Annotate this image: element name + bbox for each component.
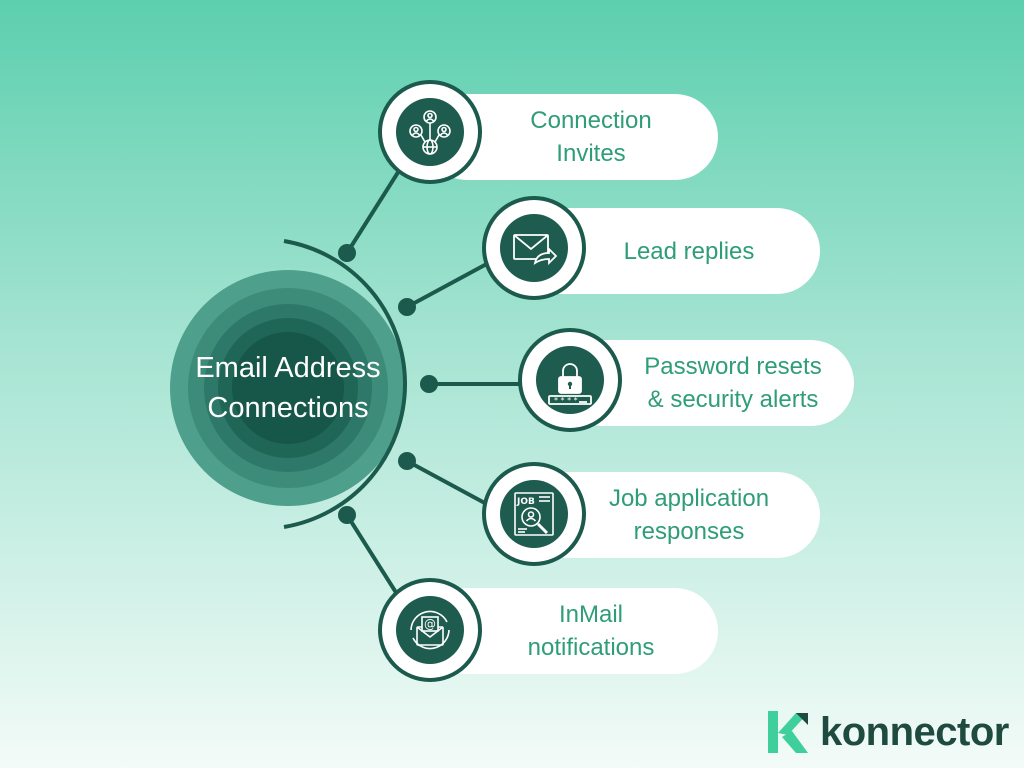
center-rings	[170, 270, 406, 506]
lead-replies-icon-ring	[482, 196, 586, 300]
center-label: Email Address Connections	[170, 278, 406, 498]
inmail-notifications-label-line1: InMail	[558, 601, 624, 628]
job-application-label-line2: responses	[633, 518, 745, 545]
password-resets-icon-ring: * * * *	[518, 328, 622, 432]
svg-text:@: @	[424, 617, 436, 631]
junction-dot-2	[398, 298, 416, 316]
konnector-k-logo-icon	[768, 711, 808, 753]
job-application-label-line1: Job application	[608, 485, 770, 512]
konnector-logo: konnector	[766, 706, 1009, 758]
email-at-icon: @	[410, 610, 450, 650]
network-globe-icon	[409, 110, 451, 155]
job-application-icon-ring: JOB	[482, 462, 586, 566]
branch-line-4	[406, 459, 495, 510]
brand-name: konnector	[820, 709, 1009, 754]
lead-replies-label: Lead replies	[623, 237, 755, 265]
junction-dot-3	[420, 375, 438, 393]
lock-password-icon: * * * *	[548, 363, 592, 405]
connection-invites-icon-ring	[378, 80, 482, 184]
envelope-reply-icon	[513, 234, 558, 266]
center-label-line1: Email Address	[195, 352, 381, 384]
junction-dot-4	[398, 452, 416, 470]
svg-text:JOB: JOB	[516, 497, 535, 507]
connection-invites-label-line2: Invites	[556, 140, 626, 167]
inmail-notifications-icon-ring: @	[378, 578, 482, 682]
connection-invites-label-line1: Connection	[530, 107, 652, 134]
password-resets-label-line1: Password resets	[644, 353, 822, 380]
junction-dot-1	[338, 244, 356, 262]
svg-text:* * * *: * * * *	[554, 396, 578, 405]
center-label-line2: Connections	[207, 392, 369, 424]
job-application-icon: JOB	[514, 492, 554, 536]
password-resets-label-line2: & security alerts	[647, 386, 819, 413]
junction-dot-5	[338, 506, 356, 524]
branch-line-1	[345, 164, 404, 255]
main-arc	[283, 239, 407, 529]
branch-line-2	[406, 258, 495, 309]
branch-line-5	[345, 513, 404, 604]
inmail-notifications-label-line2: notifications	[527, 634, 655, 661]
